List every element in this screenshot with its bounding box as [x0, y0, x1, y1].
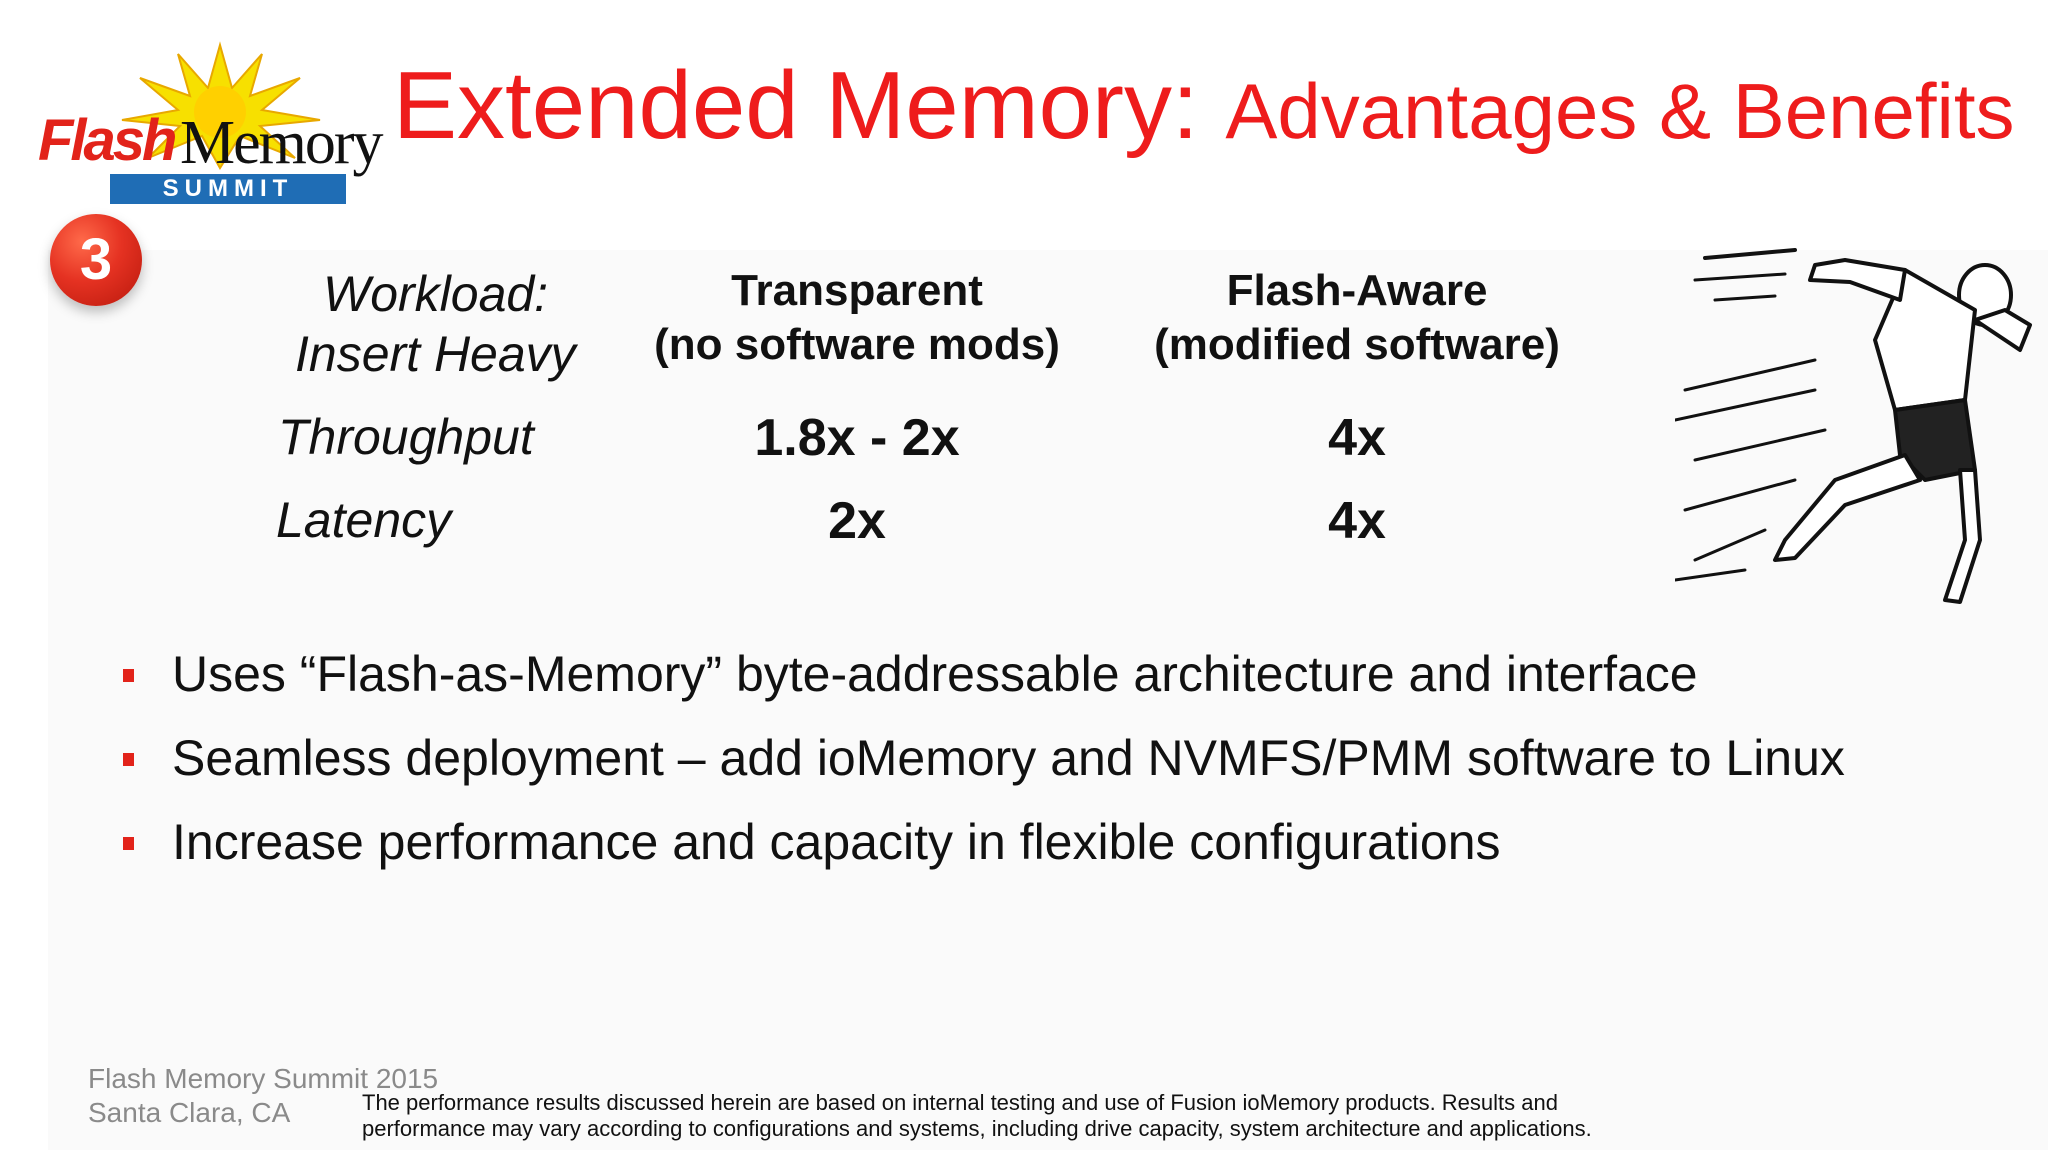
bullet-marker	[123, 753, 134, 766]
bullet-item: Seamless deployment – add ioMemory and N…	[120, 724, 1845, 808]
value-throughput-transparent: 1.8x - 2x	[754, 409, 960, 467]
step-number-badge: 3	[50, 214, 142, 306]
value-throughput-flash-aware: 4x	[1328, 409, 1386, 467]
column-subheader-flash-aware: (modified software)	[1154, 320, 1560, 369]
row-label-latency: Latency	[276, 492, 452, 548]
workload-label-line1: Workload:	[323, 266, 549, 322]
footer-event-info: Flash Memory Summit 2015 Santa Clara, CA	[88, 1062, 438, 1130]
bullet-marker	[123, 669, 134, 682]
performance-disclaimer: The performance results discussed herein…	[362, 1090, 1762, 1142]
column-header-flash-aware: Flash-Aware	[1226, 266, 1488, 315]
title-main: Extended Memory:	[393, 52, 1226, 159]
logo-flash-text: Flash	[38, 108, 177, 173]
column-subheader-transparent: (no software mods)	[654, 320, 1060, 369]
value-latency-flash-aware: 4x	[1328, 492, 1386, 550]
bullet-item: Increase performance and capacity in fle…	[120, 808, 1845, 892]
footer-event-name: Flash Memory Summit 2015	[88, 1063, 439, 1094]
slide-background	[48, 250, 2048, 1150]
runner-illustration	[1675, 248, 2032, 604]
workload-label-line2: Insert Heavy	[295, 326, 576, 382]
bullet-marker	[123, 837, 134, 850]
disclaimer-line-2: performance may vary according to config…	[362, 1116, 1592, 1141]
flash-memory-summit-logo: Flash Memory SUMMIT	[30, 40, 390, 210]
bullet-text: Increase performance and capacity in fle…	[172, 814, 1501, 870]
logo-summit-bar: SUMMIT	[110, 174, 346, 204]
bullet-item: Uses “Flash-as-Memory” byte-addressable …	[120, 640, 1845, 724]
logo-memory-text: Memory	[180, 109, 384, 177]
row-label-throughput: Throughput	[278, 409, 534, 465]
value-latency-transparent: 2x	[828, 492, 886, 550]
bullet-text: Seamless deployment – add ioMemory and N…	[172, 730, 1845, 786]
bullet-list: Uses “Flash-as-Memory” byte-addressable …	[120, 640, 1845, 892]
sun-burst-icon	[121, 41, 321, 170]
title-subtitle: Advantages & Benefits	[1225, 67, 2015, 155]
footer-location: Santa Clara, CA	[88, 1097, 291, 1128]
bullet-text: Uses “Flash-as-Memory” byte-addressable …	[172, 646, 1698, 702]
slide-title: Extended Memory: Advantages & Benefits	[393, 58, 2015, 154]
disclaimer-line-1: The performance results discussed herein…	[362, 1090, 1558, 1115]
column-header-transparent: Transparent	[731, 266, 983, 315]
